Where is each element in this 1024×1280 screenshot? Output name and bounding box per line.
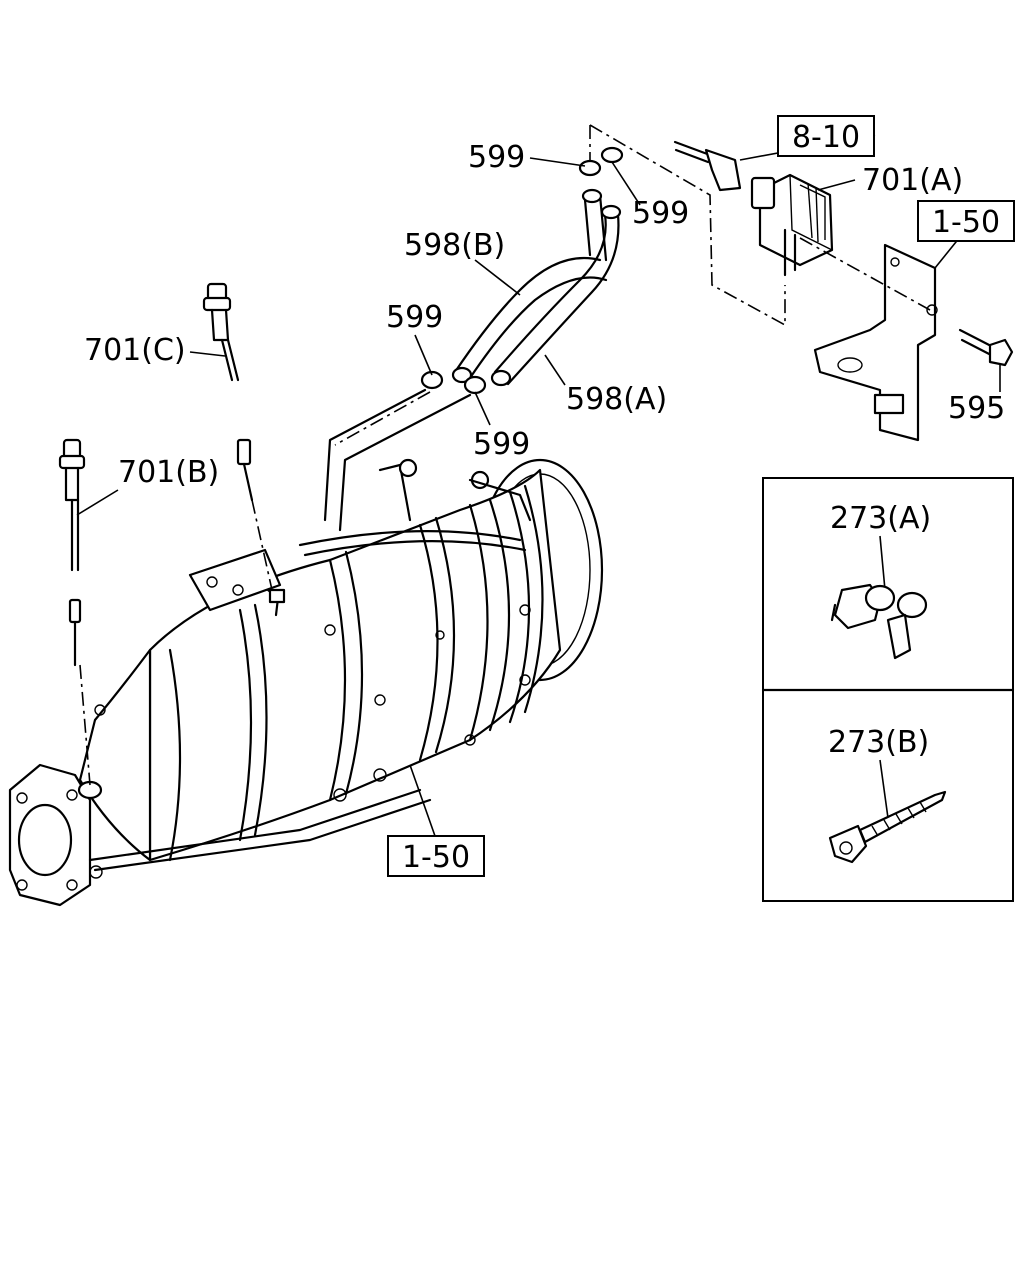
bracket-1-50: [813, 243, 938, 442]
ref-box-8-10: [777, 115, 875, 157]
ref-box-1-50-top: [917, 200, 1015, 242]
cable-tie-273b: [828, 790, 947, 864]
callout-599-middle: 599: [386, 300, 443, 335]
callout-701a: 701(A): [862, 163, 963, 198]
callout-599-top-right: 599: [632, 196, 689, 231]
inset-panel: 273(A) 273(B): [761, 477, 1015, 902]
sensor-701a: [750, 173, 834, 277]
callout-598a: 598(A): [566, 382, 667, 417]
pressure-pipes: [323, 388, 472, 532]
hose-598b: [451, 188, 608, 384]
callout-595: 595: [948, 391, 1005, 426]
ref-box-1-50-bottom: [387, 835, 485, 877]
sensor-701c: [202, 282, 273, 591]
callout-599-lower: 599: [473, 427, 530, 462]
connector-8-10: [673, 140, 742, 192]
callout-599-top-left: 599: [468, 140, 525, 175]
callout-8-10: 8-10: [792, 120, 860, 155]
callout-1-50-bottom: 1-50: [402, 840, 470, 875]
callout-701b: 701(B): [118, 455, 219, 490]
sensor-701b: [58, 438, 91, 786]
clip-273a: [830, 583, 928, 660]
callout-701c: 701(C): [84, 333, 186, 368]
leader-lines: [76, 134, 1001, 837]
inset-label-273b: 273(B): [828, 725, 929, 760]
dpf-assembly: [8, 458, 604, 907]
clamps-599: [420, 146, 624, 395]
bolt-595: [958, 328, 1014, 367]
callout-598b: 598(B): [404, 228, 505, 263]
inset-label-273a: 273(A): [830, 501, 931, 536]
mount-outline: [589, 124, 931, 327]
hose-598a: [490, 204, 622, 387]
callout-1-50-top: 1-50: [932, 205, 1000, 240]
